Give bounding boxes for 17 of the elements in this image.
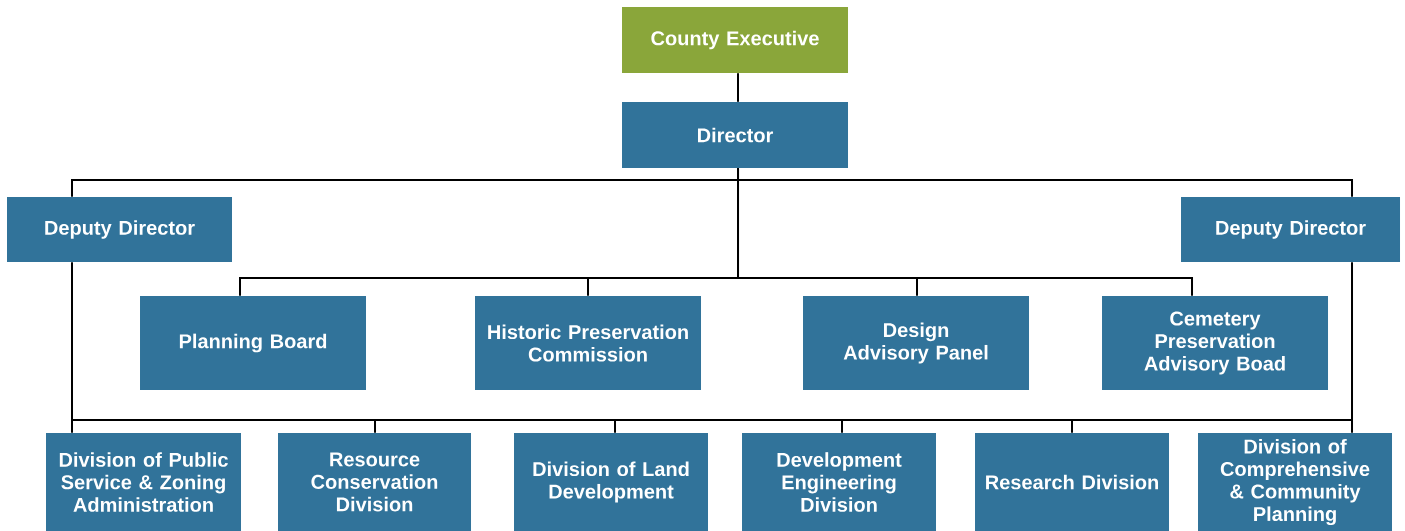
board-box: Planning Board [140,296,366,390]
division-box: Development Engineering Division [742,433,936,531]
board-box: Design Advisory Panel [803,296,1029,390]
deputy-box: Deputy Director [7,197,232,262]
division-box: Division of Public Service & Zoning Administration [46,433,241,531]
board-box: Cemetery Preservation Advisory Boad [1102,296,1328,390]
deputy-box: Deputy Director [1181,197,1400,262]
executive-box: County Executive [622,7,848,73]
division-box: Research Division [975,433,1169,531]
board-box: Historic Preservation Commission [475,296,701,390]
connector-line [71,261,1353,434]
director-box: Director [622,102,848,168]
connector-line [737,167,1193,297]
division-box: Resource Conservation Division [278,433,471,531]
connector-line [737,72,739,103]
division-box: Division of Land Development [514,433,708,531]
division-box: Division of Comprehensive & Community Planning [1198,433,1392,531]
